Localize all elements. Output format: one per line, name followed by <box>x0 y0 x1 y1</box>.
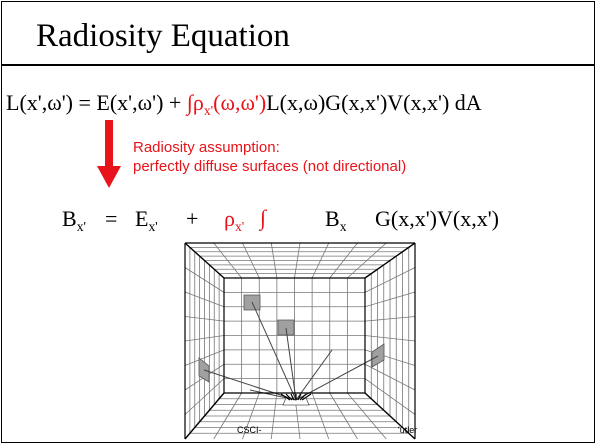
patch-back-2 <box>277 319 295 336</box>
assumption-line-2: perfectly diffuse surfaces (not directio… <box>133 158 407 175</box>
right-wall-grid-line <box>364 335 416 342</box>
radiosity-term-g: G(x,x')V(x,x') <box>375 206 500 231</box>
radiosity-term-e: Ex' <box>135 205 158 233</box>
radiosity-b-sub: x' <box>76 218 86 234</box>
radiosity-term-rho: ρx' <box>224 205 244 233</box>
form-factor-ray <box>251 301 297 401</box>
floor-grid-line <box>329 392 358 440</box>
footer-left: CSCI- <box>237 425 262 435</box>
eq-equals: = <box>73 90 97 115</box>
radiosity-b: B <box>62 206 77 231</box>
ceiling-grid-line <box>347 242 387 279</box>
incoming-light-arrow <box>301 393 312 401</box>
form-factor-ray <box>295 349 333 401</box>
incoming-light-arrow <box>285 393 293 401</box>
eq-emission: E(x',ω') <box>96 90 164 115</box>
room-edge <box>364 242 416 279</box>
radiosity-plus: + <box>186 206 199 231</box>
radiosity-rho-sub: x' <box>234 218 245 234</box>
eq-brdf-sub: x' <box>203 102 214 118</box>
radiosity-e: E <box>135 206 149 231</box>
eq-integral: ∫ <box>186 90 193 115</box>
ceiling-grid-line <box>329 242 358 279</box>
incoming-light-arrow <box>299 393 307 401</box>
radiosity-rho: ρ <box>224 206 235 231</box>
ceiling-grid-line <box>311 242 330 279</box>
radiosity-bx: B <box>325 206 340 231</box>
left-wall-grid-line <box>184 378 225 415</box>
radiosity-term-b: Bx' <box>62 205 86 233</box>
slide-title: Radiosity Equation <box>36 18 290 54</box>
incoming-light-arrow <box>290 393 295 401</box>
radiosity-equals: = <box>105 206 118 231</box>
title-divider <box>2 64 594 66</box>
eq-rest: L(x,ω)G(x,x')V(x,x') dA <box>266 90 482 115</box>
footer-right: 'utler <box>398 425 418 435</box>
floor-grid-line <box>347 392 387 440</box>
incoming-light-arrow <box>297 393 302 401</box>
room-edge <box>184 392 225 440</box>
eq-brdf-symbol: ρ <box>192 90 204 115</box>
left-wall-grid-line <box>184 349 225 366</box>
floor-grid-line <box>311 392 330 440</box>
radiosity-room-illustration <box>184 242 416 440</box>
eq-plus: + <box>163 90 187 115</box>
patch-right <box>371 343 385 368</box>
eq-brdf-args: (ω,ω') <box>213 90 267 115</box>
right-wall-grid-line <box>364 363 416 391</box>
radiosity-e-sub: x' <box>148 218 158 234</box>
radiosity-bx-sub: x <box>339 218 347 234</box>
form-factor-ray <box>285 327 297 401</box>
eq-lhs: L(x',ω') <box>6 90 73 115</box>
rendering-equation: L(x',ω') = E(x',ω') + ∫ρx'(ω,ω')L(x,ω)G(… <box>6 89 482 117</box>
form-factor-ray <box>203 369 297 401</box>
room-edge <box>184 242 225 279</box>
left-wall-grid-line <box>184 335 225 342</box>
radiosity-integral: ∫ <box>260 205 267 230</box>
down-arrow-icon <box>97 120 121 188</box>
incoming-light-arrow <box>280 393 291 401</box>
right-wall-grid-line <box>364 378 416 415</box>
room-edge <box>364 392 416 440</box>
assumption-line-1: Radiosity assumption: <box>133 139 280 156</box>
radiosity-term-bx: Bx <box>325 205 347 233</box>
